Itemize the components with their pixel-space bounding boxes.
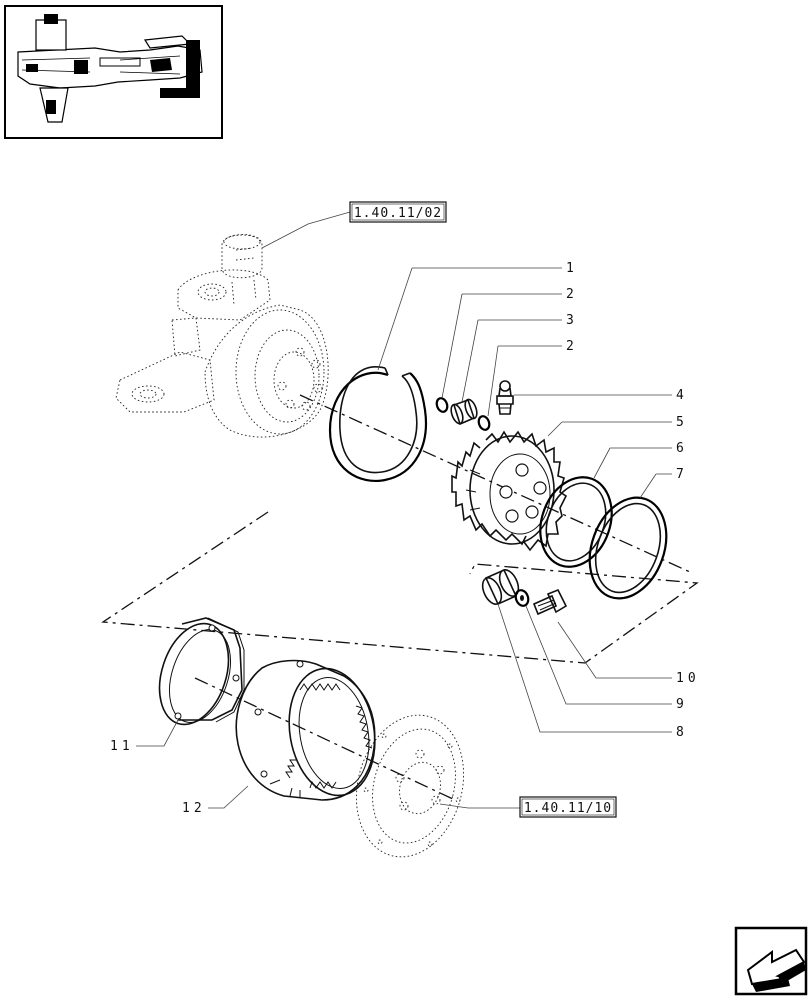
assembly-thumbnail [4, 5, 223, 139]
steering-knuckle-housing [115, 234, 329, 438]
callout-8: 8 [676, 725, 684, 740]
center-axis-upper [299, 394, 691, 573]
callout-7: 7 [676, 467, 684, 482]
next-page-arrow-icon[interactable] [734, 926, 808, 996]
part-11-bushing [158, 617, 245, 726]
callout-9: 9 [676, 697, 684, 712]
callout-5: 5 [676, 415, 684, 430]
callout-12: 12 [182, 801, 206, 816]
callout-6: 6 [676, 441, 684, 456]
leader-lines [136, 211, 672, 809]
callout-3: 3 [566, 313, 574, 328]
ref-top-text: 1.40.11/02 [354, 206, 442, 221]
part-3-pin [450, 398, 478, 426]
callout-2a: 2 [566, 287, 574, 302]
part-10-bolt [532, 588, 568, 616]
part-1-snap-ring [328, 366, 428, 482]
part-12-ring-gear [235, 659, 376, 801]
part-7-shim-ring [588, 496, 668, 600]
part-4-grease-fitting [496, 380, 514, 415]
part-9-washer [514, 589, 530, 607]
center-axis-lower [194, 677, 456, 801]
callout-1: 1 [566, 261, 574, 276]
part-5-planet-carrier [451, 430, 568, 552]
part-2-ring-b [477, 415, 491, 431]
callout-2b: 2 [566, 339, 574, 354]
callout-labels: 1 2 3 2 4 5 6 7 10 9 8 11 12 [110, 261, 700, 816]
callout-11: 11 [110, 739, 134, 754]
ref-bottom-text: 1.40.11/10 [524, 801, 612, 816]
part-2-ring-a [435, 397, 449, 413]
ring-gear-carrier [355, 714, 465, 858]
ref-box-bottom[interactable]: 1.40.11/10 [519, 796, 617, 818]
callout-4: 4 [676, 388, 684, 403]
group-frame [101, 511, 699, 664]
ref-box-top[interactable]: 1.40.11/02 [349, 201, 447, 223]
callout-10: 10 [676, 671, 700, 686]
